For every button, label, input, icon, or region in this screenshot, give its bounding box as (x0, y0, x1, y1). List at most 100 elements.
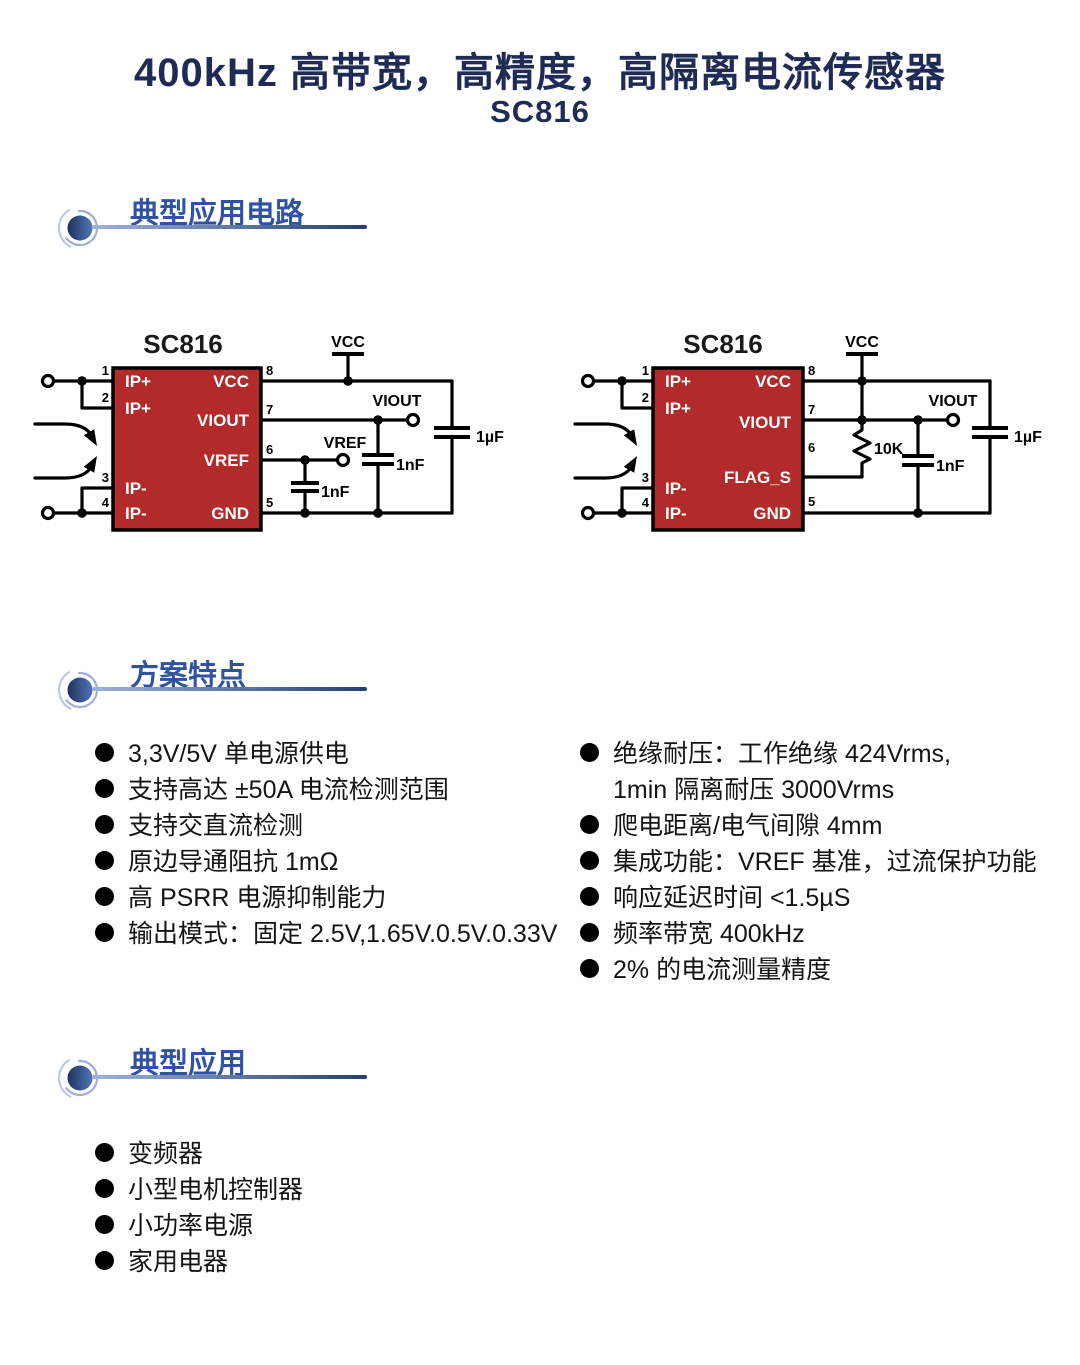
feature-item: 2% 的电流测量精度 (580, 950, 1075, 986)
feature-text: 输出模式：固定 2.5V,1.65V.0.5V.0.33V (128, 920, 558, 948)
chip-pin-numbers: 1 2 3 4 8 7 6 5 (642, 363, 815, 510)
page-subtitle: SC816 (490, 94, 590, 129)
feature-text: 3,3V/5V 单电源供电 (128, 740, 349, 768)
feature-item: 响应延迟时间 <1.5µS (580, 878, 1075, 914)
section-applications-header: 典型应用 (0, 1048, 1080, 1110)
section-divider-line (92, 1075, 367, 1079)
svg-text:1µF: 1µF (476, 429, 504, 446)
current-flow-arrows-icon (33, 422, 97, 480)
page-title: 400kHz 高带宽，高精度，高隔离电流传感器 (134, 51, 946, 95)
svg-text:VIOUT: VIOUT (197, 411, 250, 430)
gnd-rail (801, 508, 992, 518)
svg-text:VREF: VREF (204, 451, 249, 470)
chip-body (651, 366, 805, 532)
feature-item: 3,3V/5V 单电源供电 (95, 734, 565, 770)
feature-text: 原边导通阻抗 1mΩ (128, 848, 339, 876)
viout-terminal (405, 412, 421, 428)
viout-filter-capacitor: 1nF (362, 418, 425, 515)
svg-text:1nF: 1nF (936, 458, 965, 475)
feature-text: 爬电距离/电气间隙 4mm (613, 812, 883, 840)
bullseye-icon (58, 206, 102, 250)
svg-text:GND: GND (211, 504, 249, 523)
svg-text:6: 6 (266, 442, 273, 457)
features-right-list: 绝缘耐压：工作绝缘 424Vrms, 1min 隔离耐压 3000Vrms 爬电… (580, 734, 1075, 986)
svg-text:5: 5 (266, 495, 273, 510)
svg-text:VCC: VCC (331, 334, 365, 351)
bulk-capacitor: 1µF (972, 379, 1042, 515)
bullet-icon (580, 814, 599, 834)
feature-item: 支持高达 ±50A 电流检测范围 (95, 770, 565, 806)
viout-net: VIOUT (801, 393, 978, 428)
section-title: 典型应用 (130, 1048, 247, 1080)
section-divider-line (92, 225, 367, 229)
feature-item: 支持交直流检测 (95, 806, 565, 842)
application-item: 家用电器 (95, 1242, 565, 1278)
bullet-icon (580, 922, 599, 942)
feature-text: 响应延迟时间 <1.5µS (613, 884, 851, 912)
svg-text:1nF: 1nF (396, 457, 425, 474)
bullet-icon (95, 1178, 114, 1198)
input-terminal-bottom (580, 505, 596, 521)
pullup-resistor: 10K (801, 418, 904, 479)
bullet-icon (95, 742, 114, 762)
svg-text:1: 1 (642, 363, 649, 378)
svg-text:1nF: 1nF (321, 484, 350, 501)
svg-text:IP+: IP+ (665, 372, 691, 391)
bullet-icon (95, 1142, 114, 1162)
svg-text:7: 7 (808, 402, 815, 417)
chip-pin-labels: IP+ IP+ IP- IP- VCC VIOUT VREF GND (125, 372, 250, 523)
feature-text: 绝缘耐压：工作绝缘 424Vrms, (613, 740, 952, 768)
viout-net: VIOUT (259, 393, 422, 428)
circuit-right: SC816 IP+ IP+ IP- IP- VCC VIOUT FLAG_S G… (573, 329, 1042, 532)
svg-text:5: 5 (808, 494, 815, 509)
bullet-icon (95, 778, 114, 798)
gnd-rail (259, 508, 454, 518)
application-text: 家用电器 (128, 1248, 229, 1276)
svg-text:7: 7 (266, 402, 273, 417)
features-left-list: 3,3V/5V 单电源供电 支持高达 ±50A 电流检测范围 支持交直流检测 原… (95, 734, 565, 950)
svg-text:VCC: VCC (755, 372, 791, 391)
svg-text:8: 8 (808, 363, 815, 378)
svg-text:4: 4 (102, 495, 110, 510)
feature-item: 输出模式：固定 2.5V,1.65V.0.5V.0.33V (95, 914, 565, 950)
current-flow-arrows-icon (573, 422, 637, 480)
svg-text:FLAG_S: FLAG_S (724, 468, 791, 487)
svg-text:VCC: VCC (845, 334, 879, 351)
bulk-capacitor: 1µF (434, 379, 504, 515)
feature-item: 爬电距离/电气间隙 4mm (580, 806, 1075, 842)
svg-text:2: 2 (642, 390, 649, 405)
viout-filter-capacitor: 1nF (902, 418, 965, 515)
svg-text:10K: 10K (874, 441, 904, 458)
vref-filter-capacitor: 1nF (291, 458, 350, 515)
feature-text: 集成功能：VREF 基准，过流保护功能 (613, 848, 1037, 876)
vref-net: VREF (259, 435, 367, 468)
input-terminal-top (40, 373, 56, 389)
svg-text:VCC: VCC (213, 372, 249, 391)
section-title: 典型应用电路 (130, 198, 305, 230)
bullet-icon (580, 742, 599, 762)
application-text: 小型电机控制器 (128, 1176, 304, 1204)
input-terminal-top (580, 373, 596, 389)
feature-item: 集成功能：VREF 基准，过流保护功能 (580, 842, 1075, 878)
svg-text:IP-: IP- (125, 504, 147, 523)
applications-list: 变频器 小型电机控制器 小功率电源 家用电器 (95, 1134, 565, 1278)
section-typical-circuit-header: 典型应用电路 (0, 198, 1080, 260)
application-text: 变频器 (128, 1140, 204, 1168)
application-text: 小功率电源 (128, 1212, 254, 1240)
application-item: 变频器 (95, 1134, 565, 1170)
svg-text:1: 1 (102, 363, 109, 378)
bullet-icon (95, 814, 114, 834)
svg-text:8: 8 (266, 363, 273, 378)
bullet-icon (95, 886, 114, 906)
svg-text:IP-: IP- (125, 479, 147, 498)
section-divider-line (92, 687, 367, 691)
circuit-left: SC816 IP+ IP+ IP- IP- VCC VIOUT VREF GND (33, 329, 504, 532)
svg-text:IP+: IP+ (125, 399, 151, 418)
vcc-rail: VCC (801, 334, 992, 425)
svg-text:IP-: IP- (665, 479, 687, 498)
svg-text:3: 3 (642, 470, 649, 485)
bullet-icon (95, 1250, 114, 1270)
feature-text: 2% 的电流测量精度 (613, 956, 832, 984)
section-title: 方案特点 (130, 660, 247, 692)
